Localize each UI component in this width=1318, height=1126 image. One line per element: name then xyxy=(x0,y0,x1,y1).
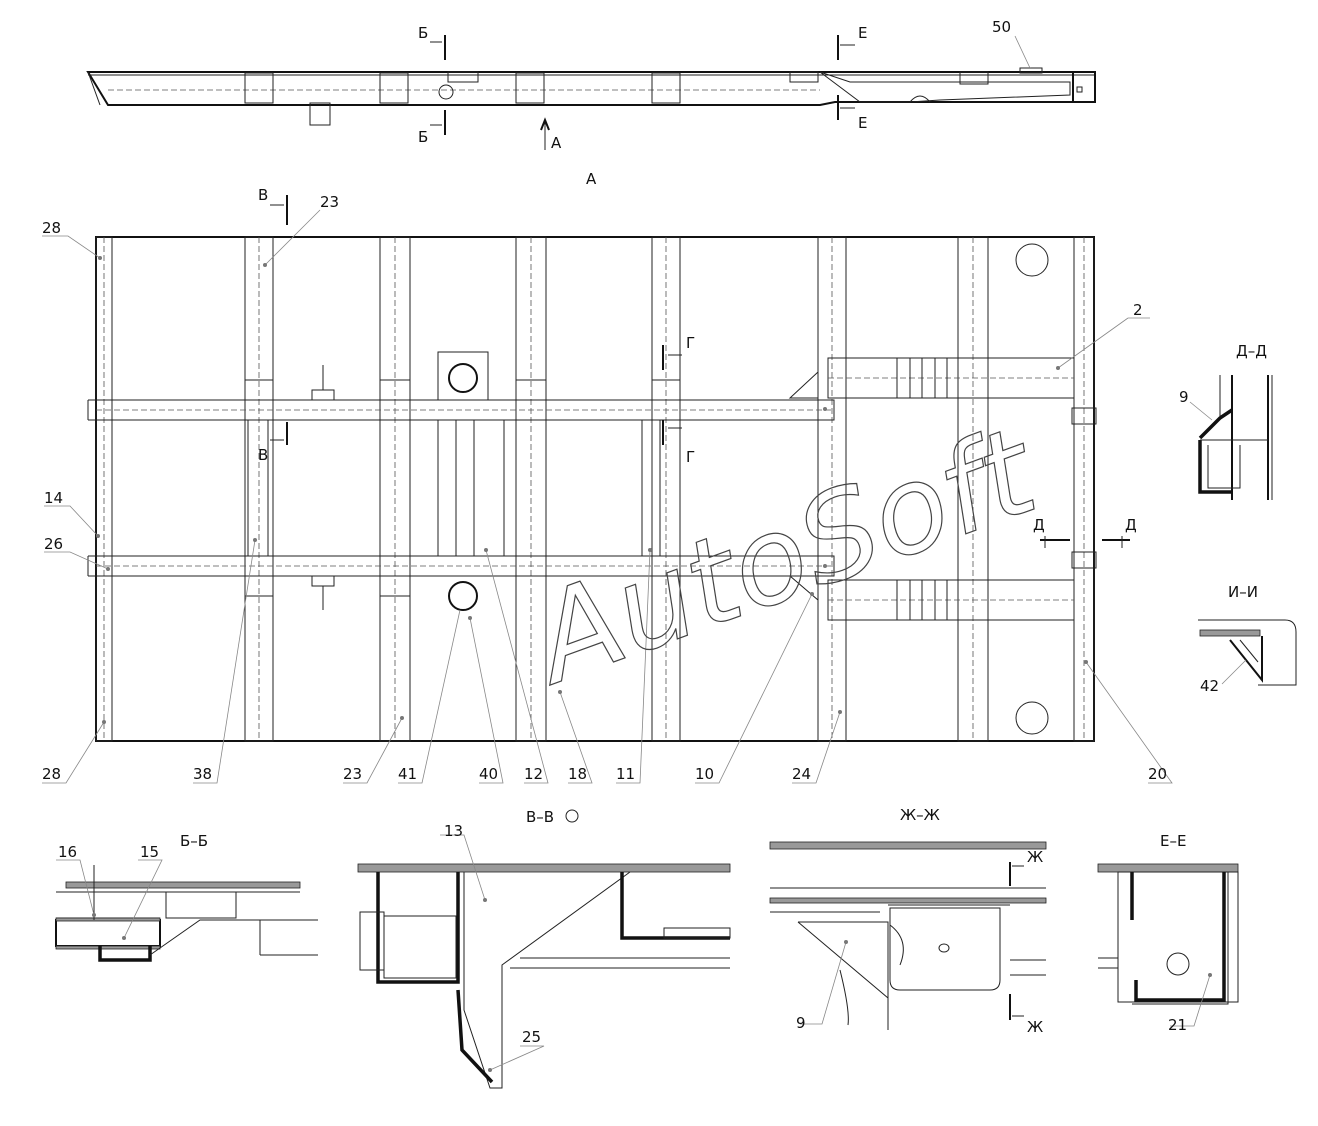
view-arrow-a-label: А xyxy=(551,134,562,152)
part-11: 11 xyxy=(616,765,635,783)
part-9-zhzh: 9 xyxy=(796,1014,806,1032)
part-28-bottom: 28 xyxy=(42,765,61,783)
watermark: AutoSoft xyxy=(512,401,1056,712)
section-dd xyxy=(1189,375,1273,500)
side-view xyxy=(86,35,1096,150)
part-20: 20 xyxy=(1148,765,1167,783)
plan-view xyxy=(42,195,1173,784)
section-ee-title: Е–Е xyxy=(1160,832,1186,850)
section-mark-d-right: Д xyxy=(1125,516,1137,534)
section-mark-v-bottom: В xyxy=(258,446,268,464)
part-2: 2 xyxy=(1133,301,1143,319)
part-25: 25 xyxy=(522,1028,541,1046)
section-mark-d-left: Д xyxy=(1033,516,1045,534)
section-dd-title: Д–Д xyxy=(1236,342,1267,360)
section-mark-g-bottom: Г xyxy=(686,448,695,466)
part-markers xyxy=(92,256,1212,1072)
part-41: 41 xyxy=(398,765,417,783)
part-23-top: 23 xyxy=(320,193,339,211)
section-mark-b-top: Б xyxy=(418,24,428,42)
section-mark-e-top: Е xyxy=(858,24,867,42)
section-mark-zh-top: Ж xyxy=(1027,848,1043,866)
section-mark-v-top: В xyxy=(258,186,268,204)
part-50: 50 xyxy=(992,18,1011,36)
section-vv xyxy=(357,809,731,1089)
cross-members xyxy=(95,236,1095,742)
part-26: 26 xyxy=(44,535,63,553)
section-mark-e-bottom: Е xyxy=(858,114,867,132)
part-38: 38 xyxy=(193,765,212,783)
part-14: 14 xyxy=(44,489,63,507)
part-9-dd: 9 xyxy=(1179,388,1189,406)
part-40: 40 xyxy=(479,765,498,783)
section-ii xyxy=(1198,619,1297,686)
section-mark-zh-bottom: Ж xyxy=(1027,1018,1043,1036)
part-18: 18 xyxy=(568,765,587,783)
part-21: 21 xyxy=(1168,1016,1187,1034)
view-a-title: А xyxy=(586,170,597,188)
section-bb xyxy=(55,859,318,962)
part-13: 13 xyxy=(444,822,463,840)
part-16: 16 xyxy=(58,843,77,861)
section-zhzh-title: Ж–Ж xyxy=(900,806,940,824)
section-mark-b-bottom: Б xyxy=(418,128,428,146)
section-vv-title: В–В xyxy=(526,808,554,826)
part-12: 12 xyxy=(524,765,543,783)
part-23-bottom: 23 xyxy=(343,765,362,783)
section-zhzh xyxy=(769,841,1047,1030)
part-42: 42 xyxy=(1200,677,1219,695)
part-24: 24 xyxy=(792,765,811,783)
part-28-top: 28 xyxy=(42,219,61,237)
section-bb-title: Б–Б xyxy=(180,832,208,850)
part-10: 10 xyxy=(695,765,714,783)
section-ee xyxy=(1097,863,1239,1027)
section-mark-g-top: Г xyxy=(686,334,695,352)
part-15: 15 xyxy=(140,843,159,861)
section-ii-title: И–И xyxy=(1228,583,1258,601)
